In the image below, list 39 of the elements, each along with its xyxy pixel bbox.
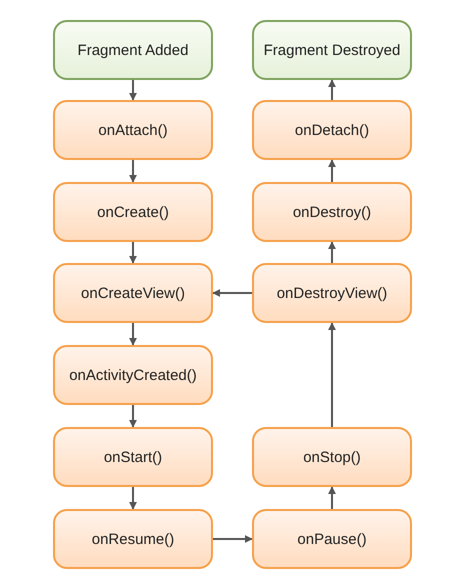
process-box <box>252 427 412 487</box>
process-box <box>53 182 213 242</box>
process-box <box>53 427 213 487</box>
process-box <box>252 509 412 569</box>
node-label: onDestroyView() <box>276 284 388 302</box>
node-label: onResume() <box>92 530 174 548</box>
node-label: onPause() <box>297 530 367 548</box>
node-label: onAttach() <box>98 122 168 138</box>
process-box <box>252 263 412 323</box>
arrow <box>129 323 137 346</box>
process-box <box>53 345 213 405</box>
arrow <box>129 487 137 510</box>
node-label: onActivityCreated() <box>69 366 197 384</box>
node-label: onDestroy() <box>292 204 372 220</box>
arrow <box>328 159 336 182</box>
arrow <box>328 486 336 509</box>
node-label: onStop() <box>303 448 361 466</box>
process-box <box>53 100 213 160</box>
process-box <box>53 263 213 323</box>
terminal-box <box>252 20 412 80</box>
node-label: onCreate() <box>97 204 169 220</box>
arrow <box>212 289 252 297</box>
arrow <box>129 160 137 183</box>
node-label: Fragment Added <box>78 42 188 58</box>
terminal-box <box>53 20 213 80</box>
process-box <box>53 509 213 569</box>
arrow <box>129 80 137 101</box>
node-label: Fragment Destroyed <box>264 42 400 58</box>
process-box <box>252 182 412 242</box>
node-label: onStart() <box>104 448 162 466</box>
arrow <box>328 241 336 263</box>
arrow <box>129 405 137 428</box>
node-label: onDetach() <box>294 122 370 138</box>
arrow <box>328 322 336 427</box>
arrow <box>213 535 253 543</box>
node-label: onCreateView() <box>81 284 185 302</box>
arrow <box>129 242 137 264</box>
process-box <box>252 100 412 160</box>
arrow <box>328 79 336 100</box>
